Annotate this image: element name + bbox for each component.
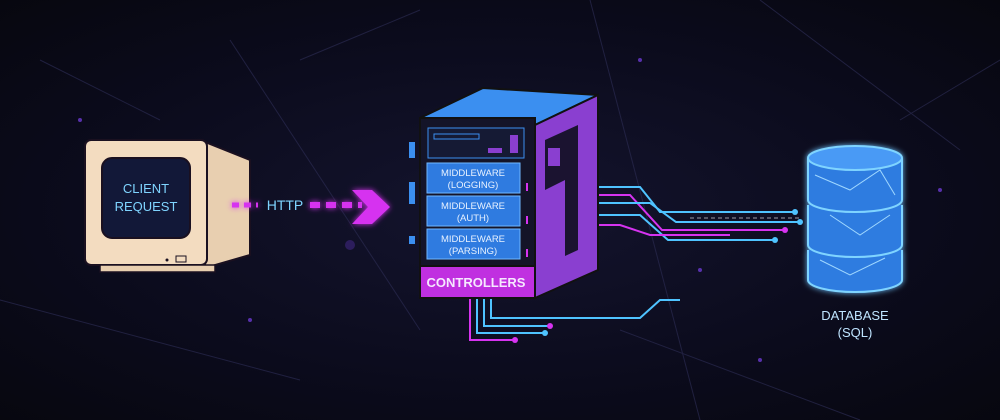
- http-arrow: [232, 190, 390, 224]
- chevron-right-icon: [352, 190, 390, 224]
- middleware-auth[interactable]: MIDDLEWARE (AUTH): [426, 195, 521, 227]
- middleware-parsing[interactable]: MIDDLEWARE (PARSING): [426, 228, 521, 260]
- background-dots: [78, 58, 942, 362]
- controllers-label: CONTROLLERS: [427, 275, 526, 290]
- middleware-logging-sub: (LOGGING): [448, 180, 499, 191]
- middleware-logging[interactable]: MIDDLEWARE (LOGGING): [426, 162, 521, 194]
- middleware-parsing-title: MIDDLEWARE: [441, 234, 505, 245]
- database-label-line2: (SQL): [838, 325, 873, 340]
- server-bottom-cables: [469, 298, 680, 341]
- middleware-logging-title: MIDDLEWARE: [441, 168, 505, 179]
- database-label-line1: DATABASE: [821, 308, 889, 323]
- middleware-auth-sub: (AUTH): [457, 213, 489, 224]
- client-monitor: CLIENT REQUEST: [84, 139, 251, 273]
- client-label-line1: CLIENT: [123, 181, 169, 196]
- database-cylinder-icon: [807, 145, 903, 293]
- middleware-auth-title: MIDDLEWARE: [441, 201, 505, 212]
- middleware-stack: MIDDLEWARE (LOGGING) MIDDLEWARE (AUTH) M…: [426, 162, 528, 260]
- controllers-block[interactable]: CONTROLLERS: [419, 265, 536, 299]
- http-label: HTTP: [267, 197, 304, 213]
- middleware-parsing-sub: (PARSING): [449, 246, 497, 257]
- client-label-line2: REQUEST: [115, 199, 178, 214]
